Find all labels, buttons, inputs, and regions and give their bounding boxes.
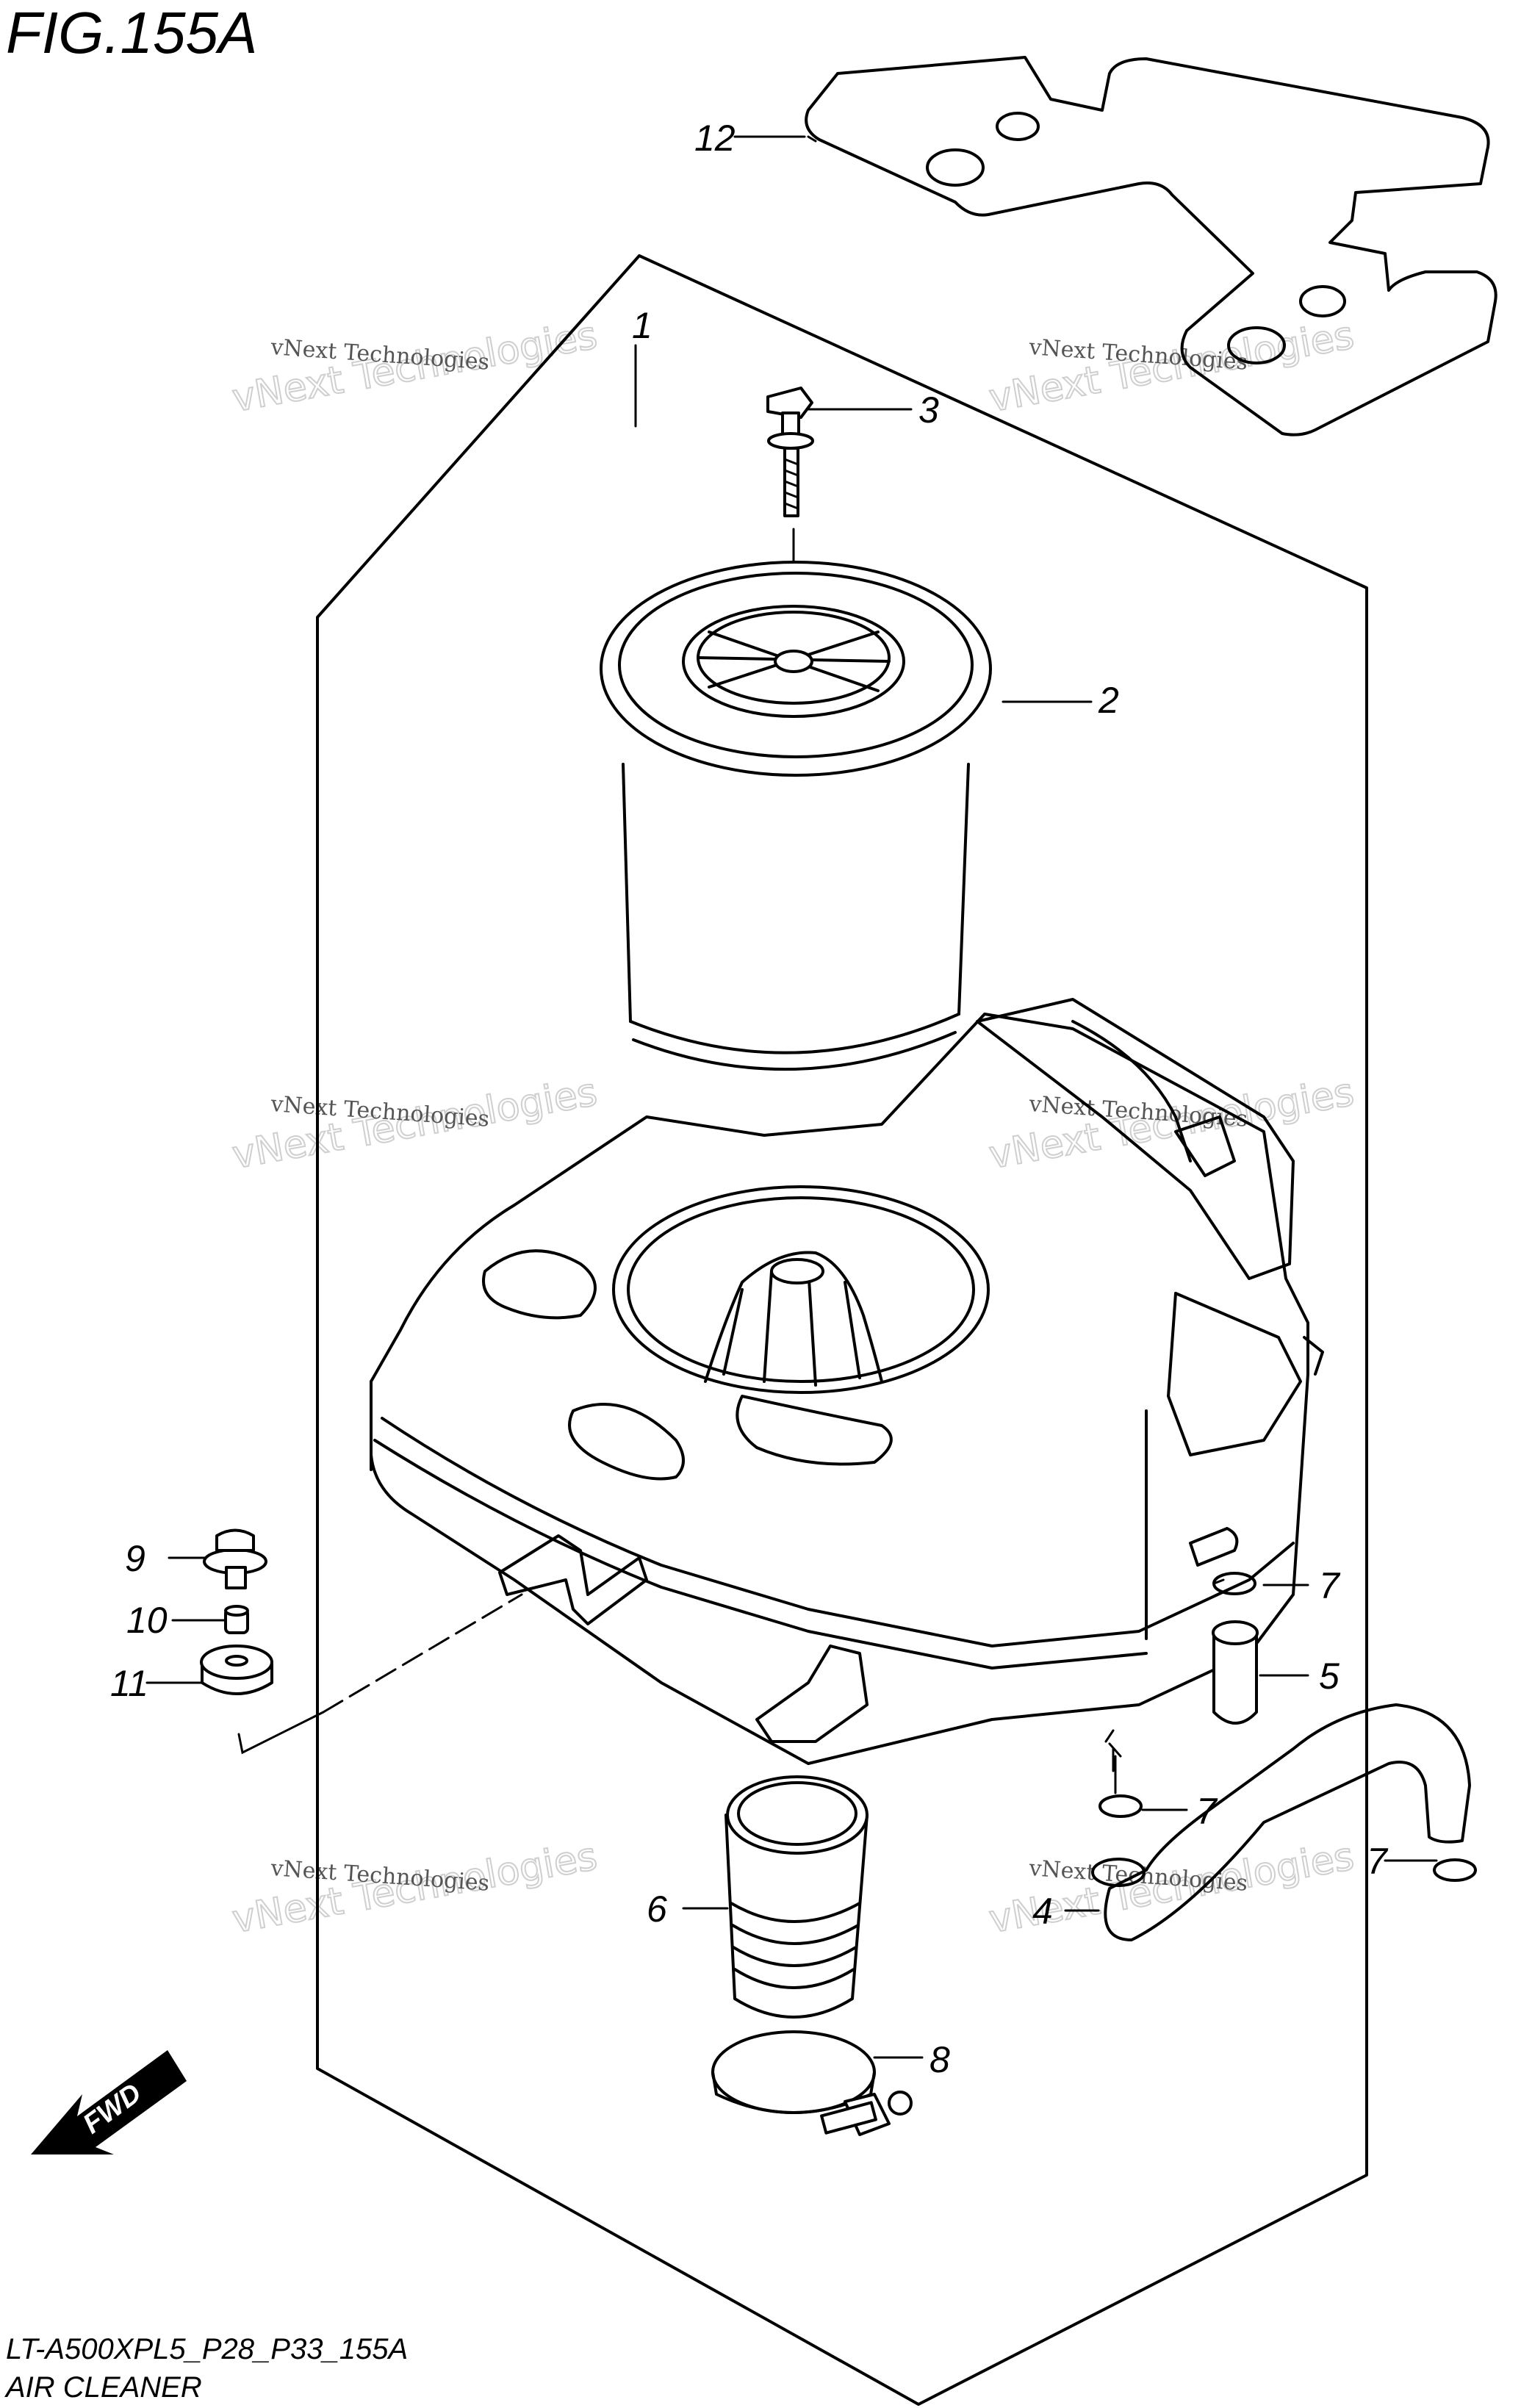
callout-9: 9 bbox=[125, 1538, 145, 1579]
part-5-hose bbox=[1212, 1620, 1259, 1725]
part-8-hose-clamp bbox=[711, 2030, 913, 2136]
section-name: AIR CLEANER bbox=[4, 2371, 202, 2404]
leader-lines bbox=[145, 135, 1438, 2059]
watermark: vNext Technologies vNext Technologies bbox=[985, 1069, 1358, 1178]
callout-12: 12 bbox=[694, 118, 736, 159]
model-code: LT-A500XPL5_P28_P33_155A bbox=[6, 2333, 408, 2365]
part-9-bolt bbox=[203, 1528, 267, 1589]
grommet-leader-dashed bbox=[322, 1593, 523, 1714]
watermark: vNext Technologies vNext Technologies bbox=[985, 312, 1358, 421]
callout-2: 2 bbox=[1098, 680, 1119, 721]
part-11-grommet bbox=[200, 1645, 273, 1695]
part-1-air-cleaner-case bbox=[370, 998, 1324, 1765]
part-12-cover-plate bbox=[805, 56, 1497, 436]
callout-10: 10 bbox=[126, 1600, 168, 1641]
callout-3: 3 bbox=[918, 389, 939, 431]
callouts: 1 2 3 4 5 6 7 7 7 8 9 10 11 12 bbox=[110, 118, 1389, 2080]
fwd-arrow: FWD bbox=[31, 2050, 187, 2154]
callout-5: 5 bbox=[1319, 1656, 1340, 1697]
assembly-outline bbox=[316, 254, 1368, 2406]
callout-8: 8 bbox=[930, 2039, 950, 2080]
callout-1: 1 bbox=[632, 305, 652, 346]
watermark: vNext Technologies vNext Technologies bbox=[229, 312, 601, 421]
callout-6: 6 bbox=[647, 1888, 667, 1930]
part-7-clamp-middle bbox=[1098, 1794, 1143, 1818]
part-7-clamp-upper bbox=[1212, 1572, 1256, 1595]
part-6-outlet-tube bbox=[724, 1775, 869, 2019]
watermark: vNext Technologies vNext Technologies bbox=[229, 1069, 601, 1178]
part-2-filter-element bbox=[600, 561, 992, 1071]
figure-title: FIG.155A bbox=[6, 0, 257, 65]
part-4-drain-hose bbox=[1091, 1703, 1471, 1941]
part-10-collar bbox=[224, 1605, 249, 1634]
callout-7a: 7 bbox=[1319, 1565, 1341, 1606]
watermark: vNext Technologies vNext Technologies bbox=[229, 1833, 601, 1942]
callout-7b: 7 bbox=[1196, 1791, 1218, 1832]
callout-4: 4 bbox=[1032, 1891, 1053, 1932]
part-7-clamp-right bbox=[1433, 1858, 1477, 1882]
part-3-wing-bolt bbox=[766, 387, 814, 648]
grommet-leader bbox=[237, 1711, 325, 1755]
callout-7c: 7 bbox=[1367, 1841, 1389, 1882]
callout-11: 11 bbox=[110, 1663, 148, 1704]
